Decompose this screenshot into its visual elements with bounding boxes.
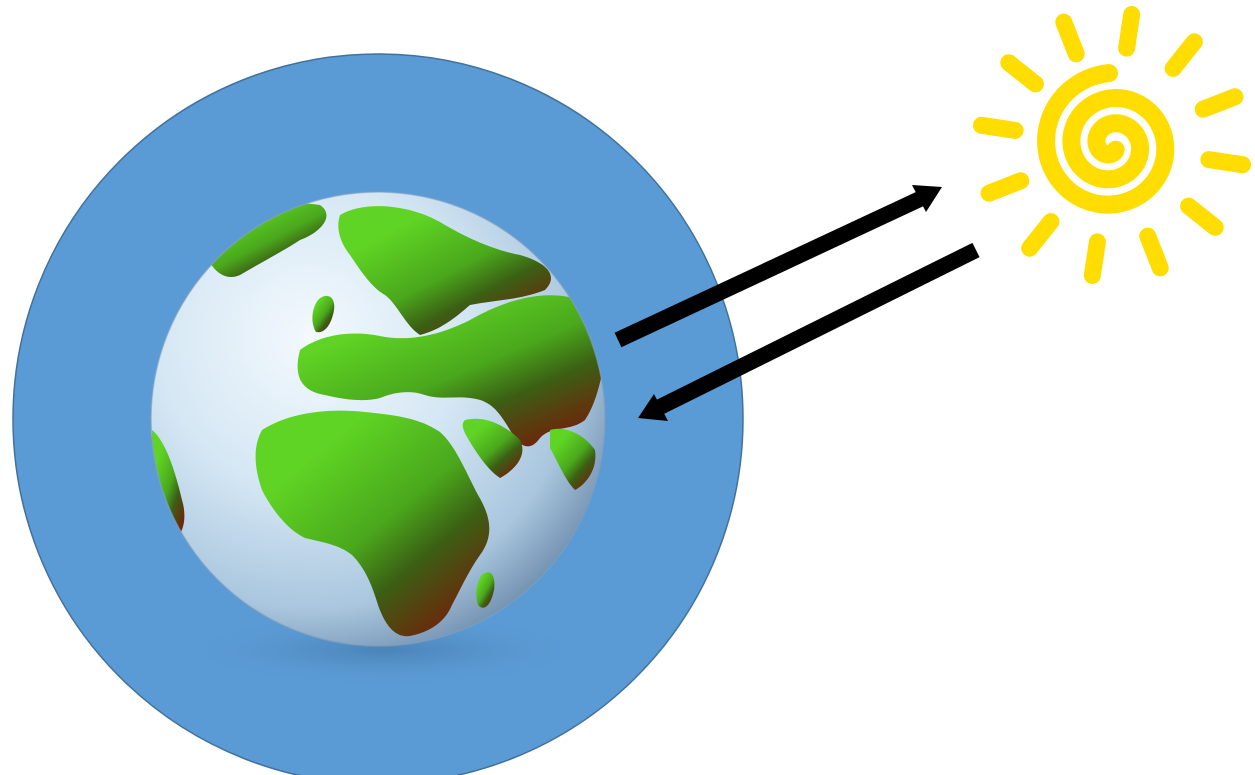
sun-ray bbox=[1009, 63, 1036, 84]
sun-ray bbox=[1209, 160, 1243, 165]
sun-ray bbox=[1030, 222, 1051, 249]
sun-ray bbox=[1203, 97, 1235, 109]
sun-ray bbox=[1127, 15, 1132, 49]
sun-ray bbox=[982, 125, 1016, 130]
sun-ray bbox=[1064, 22, 1076, 54]
sun-ray bbox=[1148, 236, 1160, 268]
sun-icon bbox=[982, 15, 1243, 276]
sun-ray bbox=[1189, 206, 1216, 227]
sun-ray bbox=[1092, 242, 1097, 276]
earth-globe-icon bbox=[151, 192, 606, 646]
sun-ray bbox=[1173, 42, 1194, 69]
sun-spiral bbox=[1046, 73, 1165, 205]
sun-ray bbox=[989, 181, 1021, 193]
